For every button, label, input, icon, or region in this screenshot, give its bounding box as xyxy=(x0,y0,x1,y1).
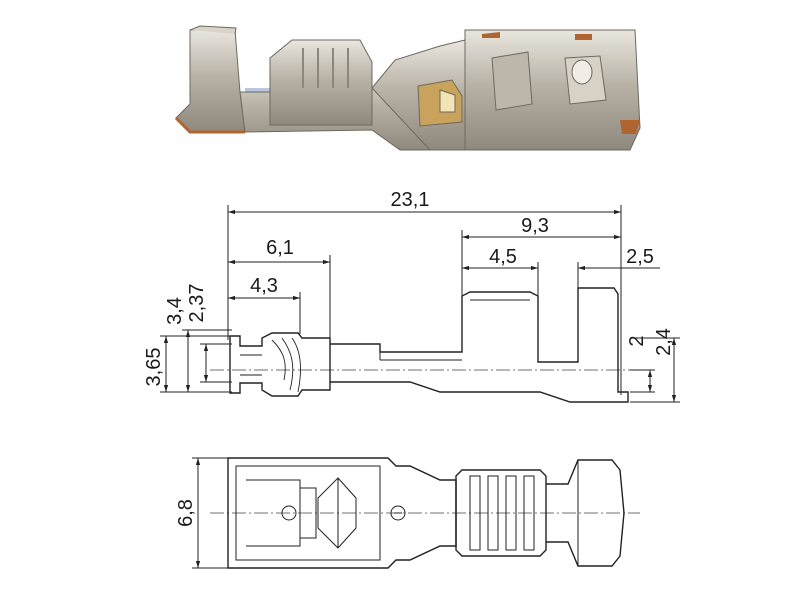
top-view xyxy=(210,457,640,569)
dim-width-6-8: 6,8 xyxy=(175,499,197,527)
dim-contact-length: 9,3 xyxy=(521,215,549,237)
dim-height-2-37: 2,37 xyxy=(186,284,208,323)
dim-height-2-4: 2,4 xyxy=(653,328,675,356)
dim-height-3-4: 3,4 xyxy=(164,297,186,325)
dim-overall-length: 23,1 xyxy=(391,189,430,211)
side-view xyxy=(210,287,640,403)
dim-tip-length: 2,5 xyxy=(626,246,654,268)
dim-wire-crimp: 4,3 xyxy=(250,275,278,297)
dim-crimp-length: 6,1 xyxy=(266,237,294,259)
crimp-terminal-photo xyxy=(174,25,641,151)
dim-height-2: 2 xyxy=(626,335,648,346)
dimension-lines xyxy=(160,205,680,569)
dim-box-width: 4,5 xyxy=(489,246,517,268)
dim-height-3-65: 3,65 xyxy=(143,348,165,387)
